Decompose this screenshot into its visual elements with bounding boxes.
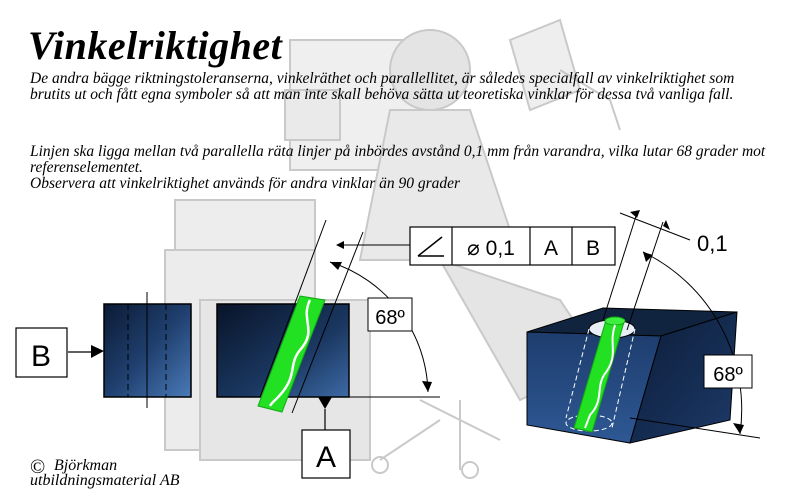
datum-a-label: A xyxy=(316,441,336,474)
side-view-block xyxy=(103,292,192,408)
fcf-tolerance: ⌀ 0,1 xyxy=(467,237,515,260)
fcf-datum-a: A xyxy=(544,237,558,260)
angle-label-left: 68º xyxy=(375,307,405,329)
datum-a-marker xyxy=(301,397,351,479)
angle-dimension-left xyxy=(329,261,432,393)
definition-line: Linjen ska ligga mellan två parallella r… xyxy=(30,143,766,176)
definition-paragraph: Linjen ska ligga mellan två parallella r… xyxy=(30,144,770,192)
front-view-block xyxy=(216,219,440,414)
copyright-line1: Björkman xyxy=(54,457,118,474)
datum-b-label: B xyxy=(31,340,51,373)
intro-paragraph: De andra bägge riktningstoleranserna, vi… xyxy=(30,70,735,103)
copyright: © Björkman utbildningsmaterial AB xyxy=(30,456,180,489)
fcf-datum-b: B xyxy=(586,237,600,260)
angle-label-right: 68º xyxy=(713,364,743,386)
datum-b-marker xyxy=(15,327,104,378)
tolerance-zone-label: 0,1 xyxy=(697,231,728,256)
copyright-icon: © xyxy=(30,456,46,478)
note-line: Observera att vinkelriktighet används fö… xyxy=(30,175,461,192)
copyright-line2: utbildningsmaterial AB xyxy=(30,472,180,489)
angularity-icon xyxy=(417,236,444,257)
isometric-block xyxy=(526,210,761,444)
feature-control-frame xyxy=(409,226,616,266)
slide-title: Vinkelriktighet xyxy=(28,23,283,68)
